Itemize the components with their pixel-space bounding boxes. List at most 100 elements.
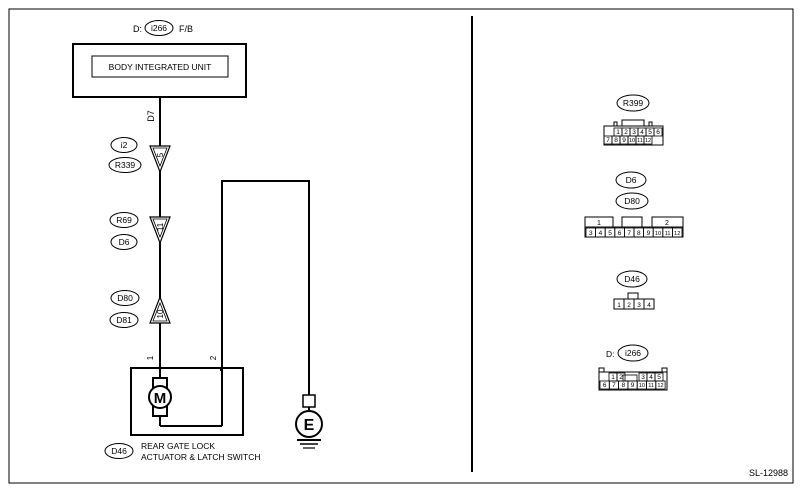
d6d80-pin-label: 9 [647,230,651,237]
d6d80-tab-1-label: 1 [597,220,601,227]
d6d80-pin-label: 11 [665,231,671,237]
ground-icon [295,410,323,438]
joint-2-top: R69 [116,215,132,225]
d46-cell [643,298,655,310]
i266-pin-label: 7 [612,382,616,389]
diagram-frame [8,8,794,484]
actuator-box [130,367,244,436]
i266-latch-right [661,367,668,373]
d46-latch [627,292,639,300]
actuator-connector-bubble [104,443,134,459]
d6d80-key [621,216,643,228]
d6d80-pin-label: 4 [599,230,603,237]
d46-pin-label: 3 [637,302,641,309]
i266-name: i266 [625,348,641,358]
joint-3-top: D80 [117,293,133,303]
i266-pin-label: 1 [611,374,615,381]
joint-1-inner [152,147,168,168]
ground-terminal [302,394,316,408]
i266-pin-label: 5 [657,374,661,381]
joint-3-top-bubble [110,290,140,306]
i266-pin-label: 3 [641,374,645,381]
wire-label-d7: D7 [146,110,156,122]
diagram-code: SL-12988 [749,468,788,478]
d46-pin-label: 2 [627,302,631,309]
joint-2-inner [152,218,168,239]
r399-pin-label: 7 [606,137,610,144]
r399-pin-label: 11 [637,138,643,144]
r399-name: R399 [623,98,644,108]
d80-bubble [615,192,649,210]
header-suffix: F/B [179,24,193,34]
i266-pin-label: 10 [639,383,645,389]
d6d80-pin-label: 7 [627,230,631,237]
motor-symbol: M [154,390,167,407]
actuator-label-line1: REAR GATE LOCK [141,441,215,451]
i266-pin-label: 8 [621,382,625,389]
header-prefix: D: [133,24,142,34]
r399-pin-label: 1 [616,129,620,136]
r399-pin-label: 8 [614,137,618,144]
d46-pin-label: 4 [647,302,651,309]
joint-1-top-bubble [110,137,138,153]
header-connector-bubble [144,20,174,36]
d6d80-pin-label: 8 [637,230,641,237]
d6d80-pin-label: 12 [674,231,680,237]
r399-pin-label: 5 [648,129,652,136]
joint-2-bottom: D6 [119,237,130,247]
joint-3-bottom-bubble [109,312,139,328]
d46-pin-label: 1 [617,302,621,309]
r399-pin-label: 3 [632,129,636,136]
switch-wire [220,180,310,395]
d6d80-pin-label: 3 [589,230,593,237]
r399-pin-label: 2 [624,129,628,136]
d80-name: D80 [624,196,640,206]
r399-cell [653,127,663,137]
i266-latch-left [598,367,605,373]
joint-1-top: i2 [121,140,128,150]
ground-symbol: E [304,417,315,434]
unit-label: BODY INTEGRATED UNIT [109,62,212,72]
unit-label-box [91,55,229,78]
d6d80-tab-2-label: 2 [665,220,669,227]
r399-latch-left [613,121,618,126]
r399-cell [643,135,653,145]
i266-pin-label: 12 [657,383,663,389]
joint-3-inner [152,301,168,322]
d6-name: D6 [626,175,637,185]
r399-pin-label: 4 [640,129,644,136]
joint-3-bottom: D81 [116,315,132,325]
i266-pin-label: 4 [649,374,653,381]
r399-latch-center [621,119,645,126]
d6-bubble [615,171,647,189]
d46-bubble [616,270,648,288]
d46-name: D46 [624,274,640,284]
actuator-label-line2: ACTUATOR & LATCH SWITCH [141,452,260,462]
i266-pin-label: 11 [648,383,654,389]
joint-1-marker [149,145,171,174]
joint-1-bottom: R339 [115,160,136,170]
i266-pin-label: 6 [603,382,607,389]
i266-pin-label: 2 [619,374,623,381]
d6d80-pin-label: 10 [655,231,661,237]
r399-latch-right [648,121,653,126]
d6d80-pin-label: 6 [618,230,622,237]
actuator-pin-1: 1 [146,355,155,360]
d6d80-cell [672,227,683,238]
r399-pin-label: 9 [622,137,626,144]
joint-2-bottom-bubble [110,234,138,250]
r399-pin-label: 10 [629,138,635,144]
r399-pin-label: 6 [656,129,660,136]
motor-icon [148,385,172,409]
i266-bubble [617,344,649,362]
i266-pin-label: 9 [631,382,635,389]
d6d80-pin-label: 5 [608,230,612,237]
joint-1-bottom-bubble [108,157,142,173]
r399-pin-label: 12 [645,138,651,144]
r399-body [603,125,664,146]
